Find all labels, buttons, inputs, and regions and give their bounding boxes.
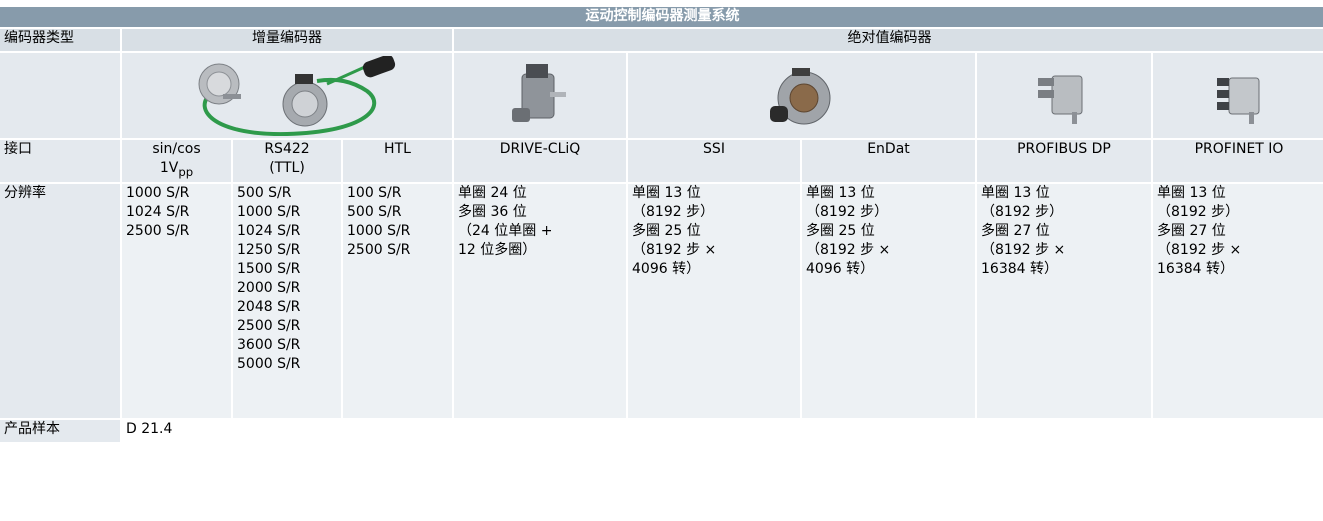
row-label-catalog: 产品样本 bbox=[0, 419, 120, 442]
row-label-type: 编码器类型 bbox=[0, 29, 120, 51]
interface-drivecliq: DRIVE-CLiQ bbox=[454, 140, 626, 182]
incremental-encoders-image bbox=[122, 53, 452, 138]
resolution-rs422: 500 S/R 1000 S/R 1024 S/R 1250 S/R 1500 … bbox=[233, 183, 341, 418]
row-label-interface: 接口 bbox=[0, 140, 120, 182]
group-absolute: 绝对值编码器 bbox=[454, 29, 1323, 51]
interface-sincos-sub: pp bbox=[178, 164, 194, 179]
interface-rs422: RS422 (TTL) bbox=[233, 140, 341, 182]
resolution-ssi: 单圈 13 位 （8192 步） 多圈 25 位 （8192 步 × 4096 … bbox=[628, 183, 800, 418]
interface-sincos: sin/cos 1Vpp bbox=[122, 140, 231, 182]
group-incremental: 增量编码器 bbox=[122, 29, 452, 51]
table-title: 运动控制编码器测量系统 bbox=[0, 7, 1323, 27]
interface-profibus: PROFIBUS DP bbox=[977, 140, 1151, 182]
resolution-profibus: 单圈 13 位 （8192 步） 多圈 27 位 （8192 步 × 16384… bbox=[977, 183, 1151, 418]
resolution-sincos: 1000 S/R 1024 S/R 2500 S/R bbox=[122, 183, 231, 418]
profibus-encoder-image bbox=[977, 53, 1151, 138]
drive-cliq-encoder-image bbox=[454, 53, 626, 138]
image-row-label bbox=[0, 53, 120, 138]
interface-sincos-unit: 1V bbox=[159, 160, 179, 176]
interface-ssi: SSI bbox=[628, 140, 800, 182]
resolution-drivecliq: 单圈 24 位 多圈 36 位 （24 位单圈 + 12 位多圈） bbox=[454, 183, 626, 418]
row-label-resolution: 分辨率 bbox=[0, 183, 120, 418]
interface-endat: EnDat bbox=[802, 140, 975, 182]
ssi-encoder-image bbox=[628, 53, 975, 138]
catalog-value: D 21.4 bbox=[122, 419, 1323, 442]
interface-htl: HTL bbox=[343, 140, 452, 182]
profinet-encoder-image bbox=[1153, 53, 1323, 138]
resolution-endat: 单圈 13 位 （8192 步） 多圈 25 位 （8192 步 × 4096 … bbox=[802, 183, 975, 418]
interface-sincos-main: sin/cos bbox=[152, 141, 201, 157]
resolution-htl: 100 S/R 500 S/R 1000 S/R 2500 S/R bbox=[343, 183, 452, 418]
interface-profinet: PROFINET IO bbox=[1153, 140, 1323, 182]
resolution-profinet: 单圈 13 位 （8192 步） 多圈 27 位 （8192 步 × 16384… bbox=[1153, 183, 1323, 418]
encoder-table: 运动控制编码器测量系统 编码器类型 增量编码器 绝对值编码器 bbox=[0, 5, 1323, 444]
